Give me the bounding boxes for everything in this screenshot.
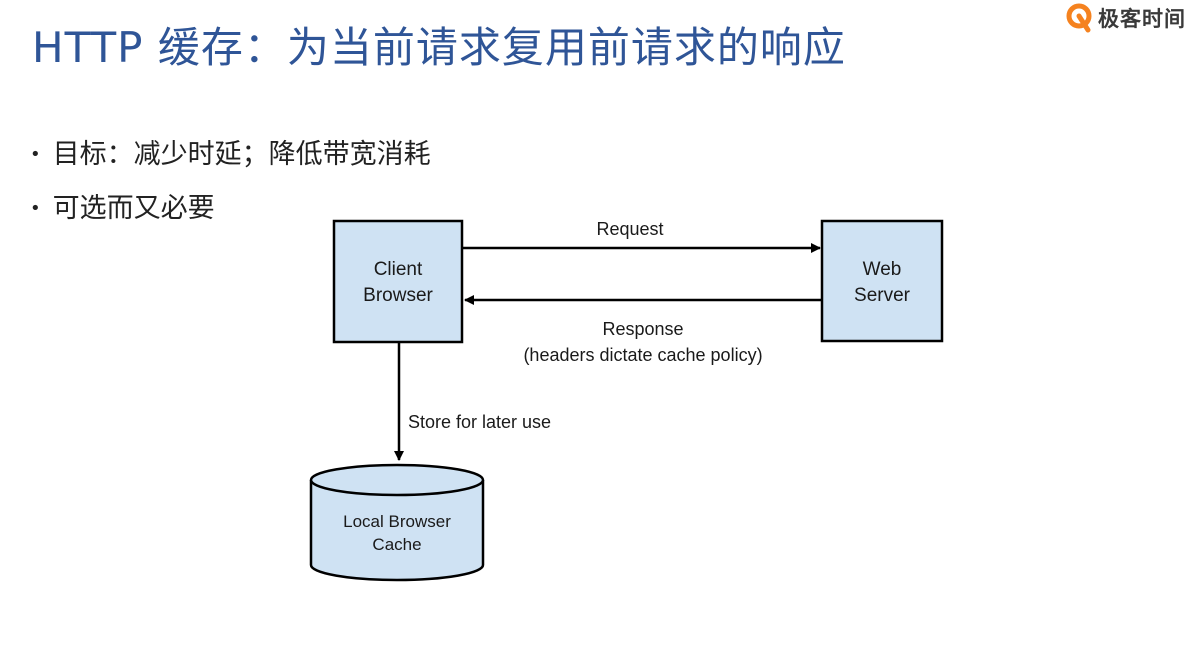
bullet-dot-icon: •: [30, 198, 41, 219]
cache-line2: Cache: [372, 535, 421, 554]
cache-line1: Local Browser: [343, 512, 451, 531]
server-box-line2: Server: [854, 285, 911, 306]
local-cache-cylinder: Local Browser Cache: [309, 463, 485, 582]
bullet-text: 目标：减少时延；降低带宽消耗: [52, 139, 431, 170]
client-box-line2: Browser: [363, 285, 433, 306]
request-label: Request: [596, 219, 663, 239]
bullet-dot-icon: •: [30, 144, 41, 165]
brand-name: 极客时间: [1098, 7, 1186, 31]
bullet-item-optional: • 可选而又必要: [30, 194, 431, 224]
response-label: Response: [602, 319, 683, 339]
geektime-logo-icon: [1066, 3, 1092, 33]
client-browser-box: Client Browser: [332, 219, 464, 344]
response-sublabel: (headers dictate cache policy): [523, 345, 762, 365]
bullet-text: 可选而又必要: [52, 193, 215, 224]
client-box-line1: Client: [374, 259, 423, 280]
server-box-line1: Web: [863, 259, 902, 280]
bullet-list: • 目标：减少时延；降低带宽消耗 • 可选而又必要: [30, 140, 431, 248]
slide-title: HTTP 缓存：为当前请求复用前请求的响应: [32, 23, 846, 72]
web-server-box: Web Server: [820, 219, 944, 343]
bullet-item-goal: • 目标：减少时延；降低带宽消耗: [30, 140, 431, 170]
store-label: Store for later use: [408, 412, 551, 432]
brand-logo: 极客时间: [1066, 3, 1186, 33]
